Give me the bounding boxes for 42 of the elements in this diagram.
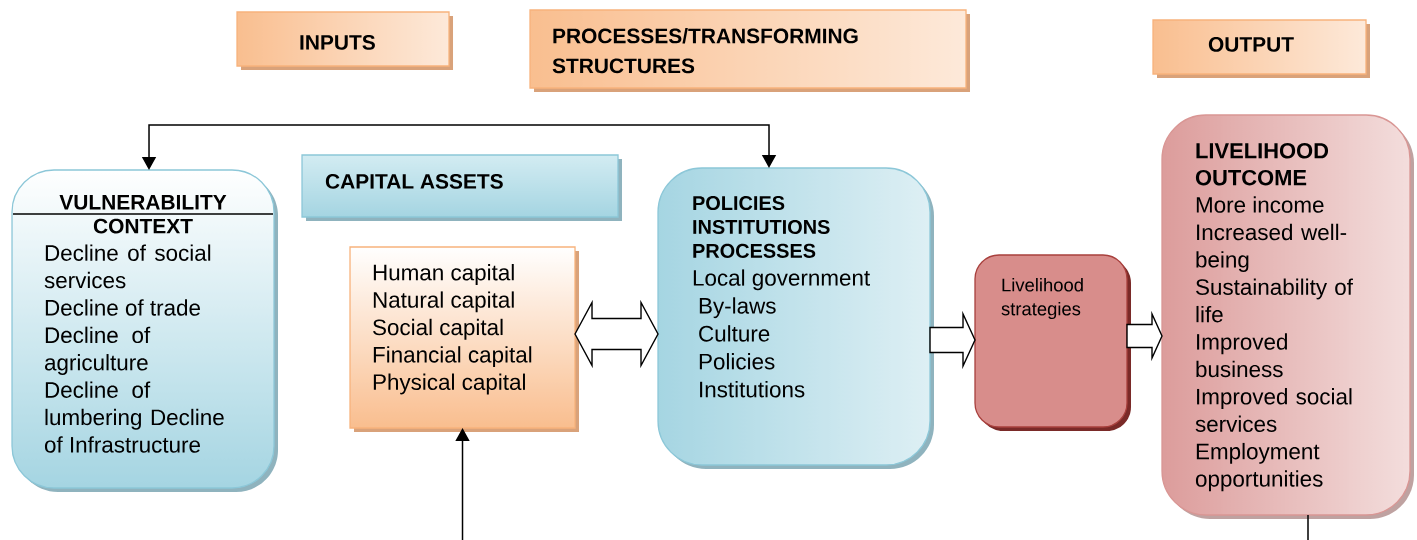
header-text: INPUTS xyxy=(300,35,375,50)
list-item: Increased well-being xyxy=(1196,223,1347,273)
list-box xyxy=(349,246,579,432)
box-text: Livelihood strategies xyxy=(1001,278,1083,320)
header-text: PROCESSES/TRANSFORMING STRUCTURES xyxy=(552,28,858,74)
list-item: Human capital xyxy=(373,264,514,285)
list-item: More income xyxy=(1196,196,1324,213)
rounded-box xyxy=(11,169,278,492)
list-item: Decline of social services xyxy=(44,244,211,289)
list-item: Local government xyxy=(693,269,870,291)
header-box xyxy=(1152,19,1370,78)
header-text: CAPITAL ASSETS xyxy=(325,174,503,189)
box-heading: LIVELIHOOD OUTCOME xyxy=(1195,143,1329,186)
rounded-box xyxy=(974,254,1131,431)
list-item: Policies xyxy=(699,353,775,370)
arrow xyxy=(455,428,470,540)
list-item: Institutions xyxy=(700,380,805,398)
list-item: Social capital xyxy=(373,318,503,340)
block-arrow xyxy=(929,310,976,370)
list-item: Decline of lumbering Decline of Infrastructure xyxy=(44,381,224,453)
list-item: Improved business xyxy=(1196,333,1287,378)
list-item: Decline of agriculture xyxy=(44,326,151,375)
connector-line xyxy=(1307,514,1309,540)
list-item: Natural capital xyxy=(373,291,514,313)
list-item: By-laws xyxy=(699,297,776,319)
header-box xyxy=(529,9,970,92)
box-heading: VULNERABILITY CONTEXT xyxy=(59,195,227,234)
rounded-box xyxy=(1161,114,1414,519)
block-arrow xyxy=(1126,310,1163,362)
double-arrow xyxy=(574,299,659,369)
box-heading: POLICIES INSTITUTIONS PROCESSES xyxy=(693,196,830,258)
list-item: Sustainability of life xyxy=(1196,278,1353,323)
list-item: Decline of trade xyxy=(45,299,200,316)
header-box xyxy=(301,154,622,221)
header-box xyxy=(236,11,453,70)
rounded-box xyxy=(657,167,934,469)
list-item: Physical capital xyxy=(373,373,525,395)
list-item: Culture xyxy=(699,325,770,342)
header-text: OUTPUT xyxy=(1208,37,1294,52)
list-item: Improved social services xyxy=(1195,388,1352,432)
list-item: Financial capital xyxy=(373,346,532,368)
list-item: Employment opportunities xyxy=(1195,442,1323,492)
